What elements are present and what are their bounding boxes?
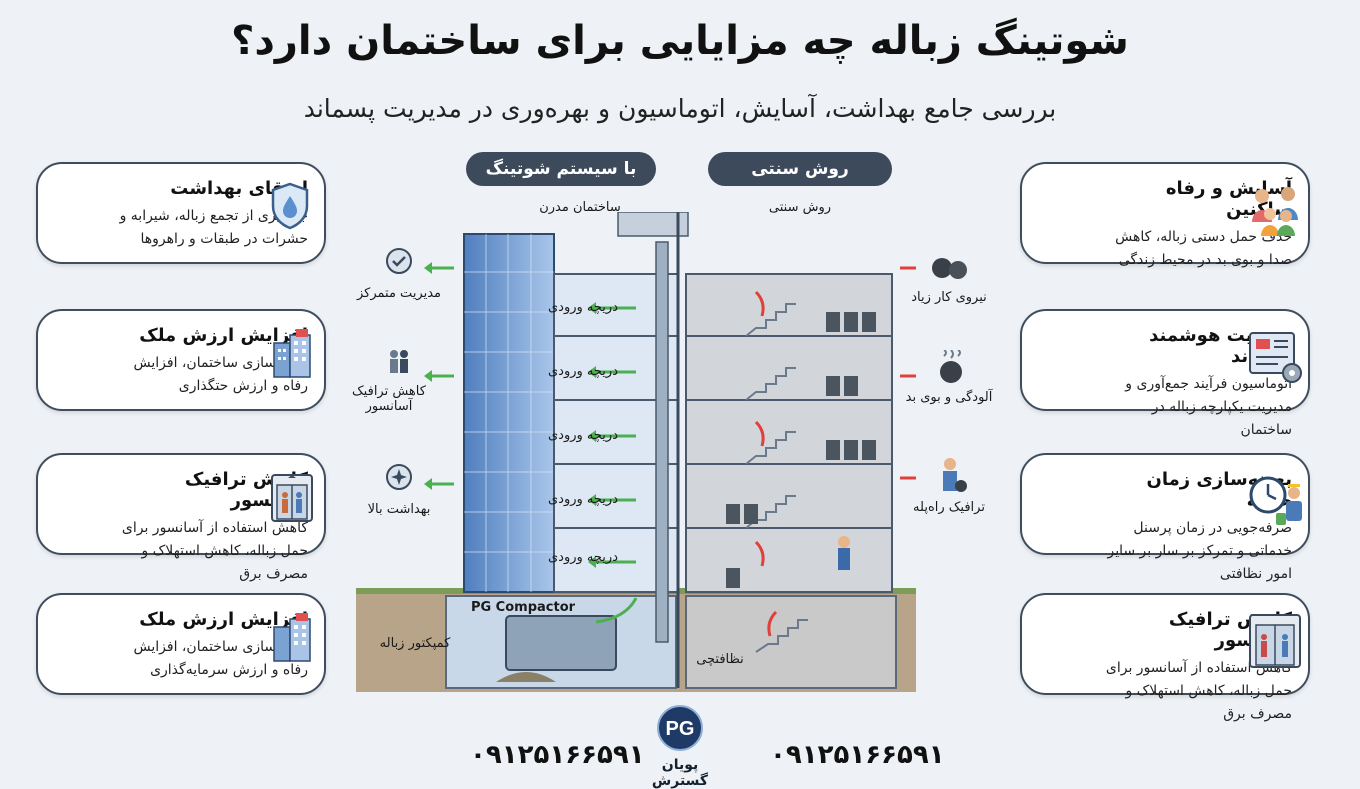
building-icon <box>270 613 314 663</box>
floor-entry-label: دریچه ورودی <box>548 300 618 315</box>
card-text: کاهش استفاده از آسانسور برای حمل زباله، … <box>1105 660 1292 722</box>
page-subtitle: بررسی جامع بهداشت، آسایش، اتوماسیون و به… <box>303 94 1057 123</box>
worker-icon <box>934 456 968 496</box>
card-text: مدرن‌سازی ساختمان، افزایش رفاه و ارزش سر… <box>133 639 308 678</box>
card-text: حذف حمل دستی زباله، کاهش صدا و بوی بد در… <box>1115 229 1292 268</box>
floor-entry-label: دریچه ورودی <box>548 492 618 507</box>
card-text: جلوگیری از تجمع زباله، شیرابه و حشرات در… <box>119 208 308 247</box>
brand-logo: PG <box>656 704 704 752</box>
benefit-card-hygiene: ارتقای بهداشت جلوگیری از تجمع زباله، شیر… <box>36 162 326 264</box>
modern-label-high-hygiene: بهداشت بالا <box>367 502 431 517</box>
compactor-label: کمپکتور زباله <box>379 636 451 651</box>
traditional-method-pill: روش سنتی <box>708 152 892 186</box>
floor-entry-label: دریچه ورودی <box>548 428 618 443</box>
card-text: اتوماسیون فرآیند جمع‌آوری و مدیریت یکپار… <box>1125 376 1292 438</box>
card-text: مدرن‌سازی ساختمان، افزایش رفاه و ارزش حت… <box>133 355 308 394</box>
floor-entry-label: دریچه ورودی <box>548 364 618 379</box>
phone-number-right[interactable]: ۰۹۱۲۵۱۶۶۵۹۱ <box>770 740 945 770</box>
compactor-brand-label: PG Compactor <box>470 600 576 615</box>
building-icon <box>270 329 314 379</box>
benefit-card-elevator: کاهش ترافیک آسانسور کاهش استفاده از آسان… <box>36 453 326 582</box>
people-icon <box>384 346 414 376</box>
card-title: افزایش ارزش ملک <box>139 325 308 346</box>
card-title: افزایش ارزش ملک <box>139 609 308 630</box>
janitor-label: نظافتچی <box>696 652 744 667</box>
dashboard-gear-icon <box>1248 329 1304 385</box>
sparkle-icon <box>384 462 414 492</box>
traditional-building-label: روش سنتی <box>768 200 832 215</box>
modern-system-pill: با سیستم شوتینگ <box>466 152 656 186</box>
gear-check-icon <box>384 246 414 276</box>
benefit-card-property-value: افزایش ارزش ملک مدرن‌سازی ساختمان، افزای… <box>36 309 326 411</box>
svg-text:PG: PG <box>666 718 695 740</box>
benefit-card-comfort: آسایش و رفاه ساکنین حذف حمل دستی زباله، … <box>1020 162 1310 268</box>
building-illustration <box>356 212 916 692</box>
shield-drop-icon <box>270 182 310 230</box>
page-title: شوتینگ زباله چه مزایایی برای ساختمان دار… <box>231 18 1129 64</box>
brand-name: پویان گسترش <box>651 757 709 789</box>
family-icon <box>1248 182 1304 238</box>
modern-building-label: ساختمان مدرن <box>539 200 621 215</box>
elevator-icon <box>270 473 314 523</box>
benefit-card-smart-management: مدیریت هوشمند پسماند اتوماسیون فرآیند جم… <box>1020 309 1310 438</box>
floor-entry-label: دریچه ورودی <box>548 550 618 565</box>
benefit-card-elevator-traffic: کاهش ترافیک آسانسور کاهش استفاده از آسان… <box>1020 593 1310 722</box>
traditional-label-stair-traffic: ترافیک راه‌پله <box>913 500 985 515</box>
modern-label-elevator-traffic: کاهش ترافیک آسانسور <box>352 384 426 414</box>
clock-worker-icon <box>1248 473 1308 529</box>
elevator-icon <box>1248 613 1304 669</box>
trash-bags-icon <box>930 246 970 280</box>
phone-number-left[interactable]: ۰۹۱۲۵۱۶۶۵۹۱ <box>470 740 645 770</box>
card-text: کاهش استفاده از آسانسور برای حمل زباله، … <box>121 520 308 582</box>
traditional-label-pollution: آلودگی و بوی بد <box>905 390 993 405</box>
benefit-card-investment: افزایش ارزش ملک مدرن‌سازی ساختمان، افزای… <box>36 593 326 695</box>
traditional-label-labor: نیروی کار زیاد <box>911 290 987 305</box>
card-text: صرفه‌جویی در زمان پرسنل خدماتی و تمرکز ب… <box>1107 520 1292 582</box>
smelly-bags-icon <box>934 350 968 384</box>
benefit-card-staff-time: بهینه‌سازی زمان خدمه صرفه‌جویی در زمان پ… <box>1020 453 1310 582</box>
modern-label-central-management: مدیریت متمرکز <box>356 286 442 301</box>
